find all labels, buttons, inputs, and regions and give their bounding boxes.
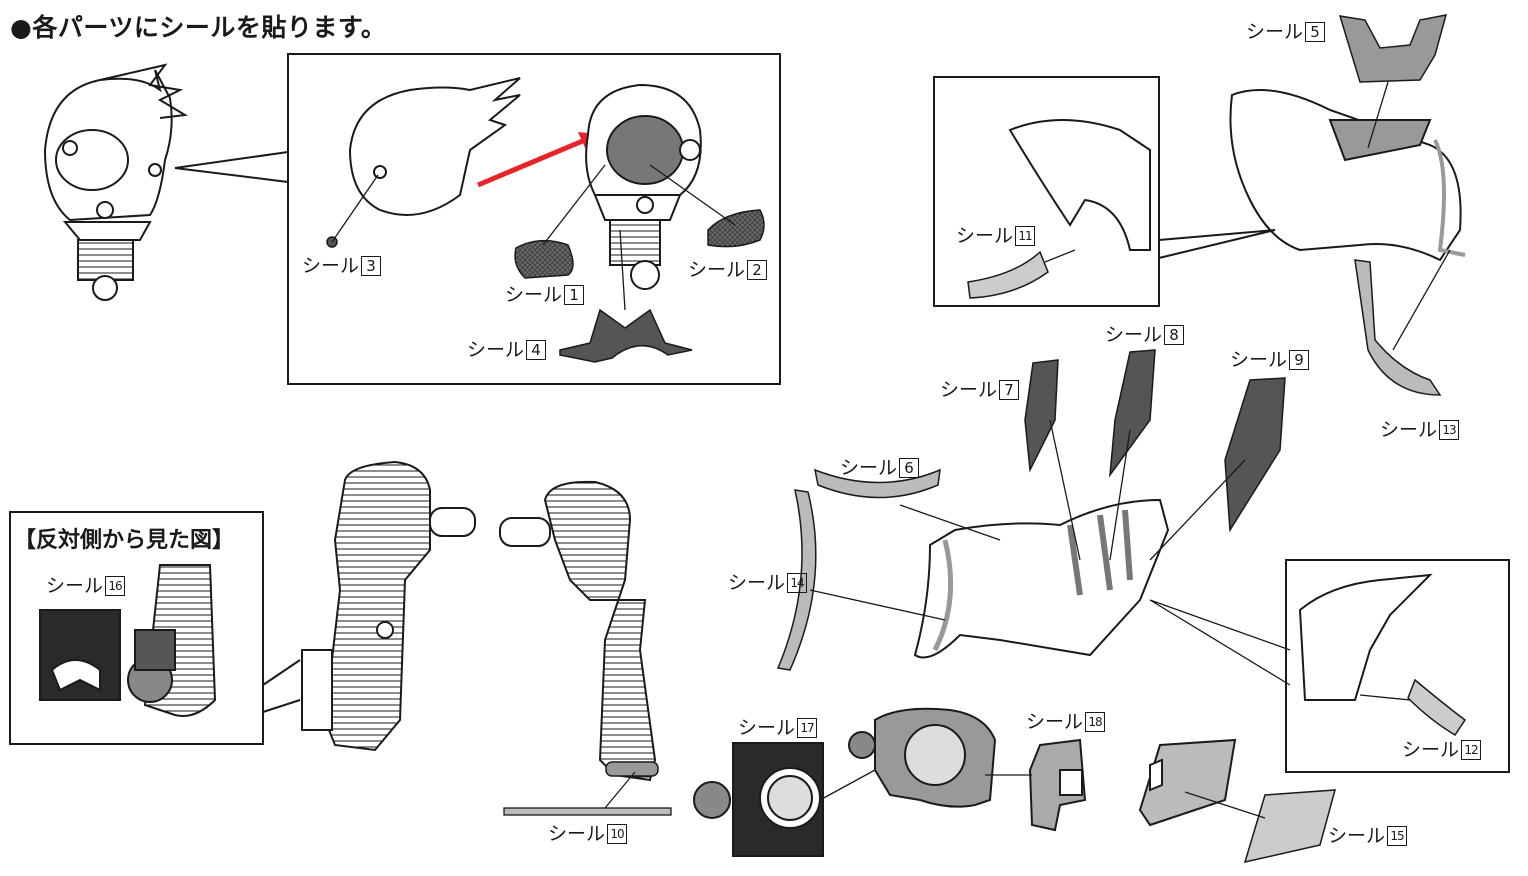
attach-arrow	[477, 137, 586, 188]
belt-buckle-detail	[693, 707, 1087, 857]
torso-detail-12	[1298, 573, 1433, 701]
arm-left-view	[499, 480, 657, 782]
torso-detail-11	[1008, 119, 1151, 251]
arm-right-view	[301, 460, 476, 752]
sticker-shape-13	[1354, 259, 1442, 396]
torso-top	[1229, 89, 1466, 262]
sticker-shape-15	[1243, 789, 1337, 864]
sticker-shape-10	[503, 807, 672, 816]
sticker-shape-1	[514, 239, 574, 279]
callout-box-12	[1285, 559, 1510, 773]
callout-box-head	[287, 53, 781, 385]
torso-middle	[913, 498, 1170, 659]
sticker-shape-2	[707, 209, 765, 248]
page-title: ●各パーツにシールを貼ります。	[10, 13, 387, 42]
sticker-shape-12	[1407, 678, 1467, 737]
sticker-shape-9	[1224, 377, 1286, 533]
sticker-shape-6	[813, 468, 941, 499]
head-skull	[585, 83, 702, 290]
sticker-shape-7	[1024, 359, 1059, 473]
sticker-shape-5	[1338, 14, 1448, 83]
callout-box-reverse	[9, 511, 264, 745]
sticker-shape-11	[967, 250, 1049, 299]
sticker-shape-4	[559, 308, 693, 363]
foot-part	[1138, 738, 1237, 827]
reverse-view-heading: 【反対側から見た図】	[14, 528, 235, 553]
head-overview	[43, 63, 189, 301]
callout-box-11	[933, 76, 1160, 307]
sticker-shape-14	[776, 489, 817, 671]
head-faceplate	[348, 77, 521, 216]
reverse-view-parts	[39, 564, 217, 717]
sticker-shape-8	[1109, 349, 1156, 478]
